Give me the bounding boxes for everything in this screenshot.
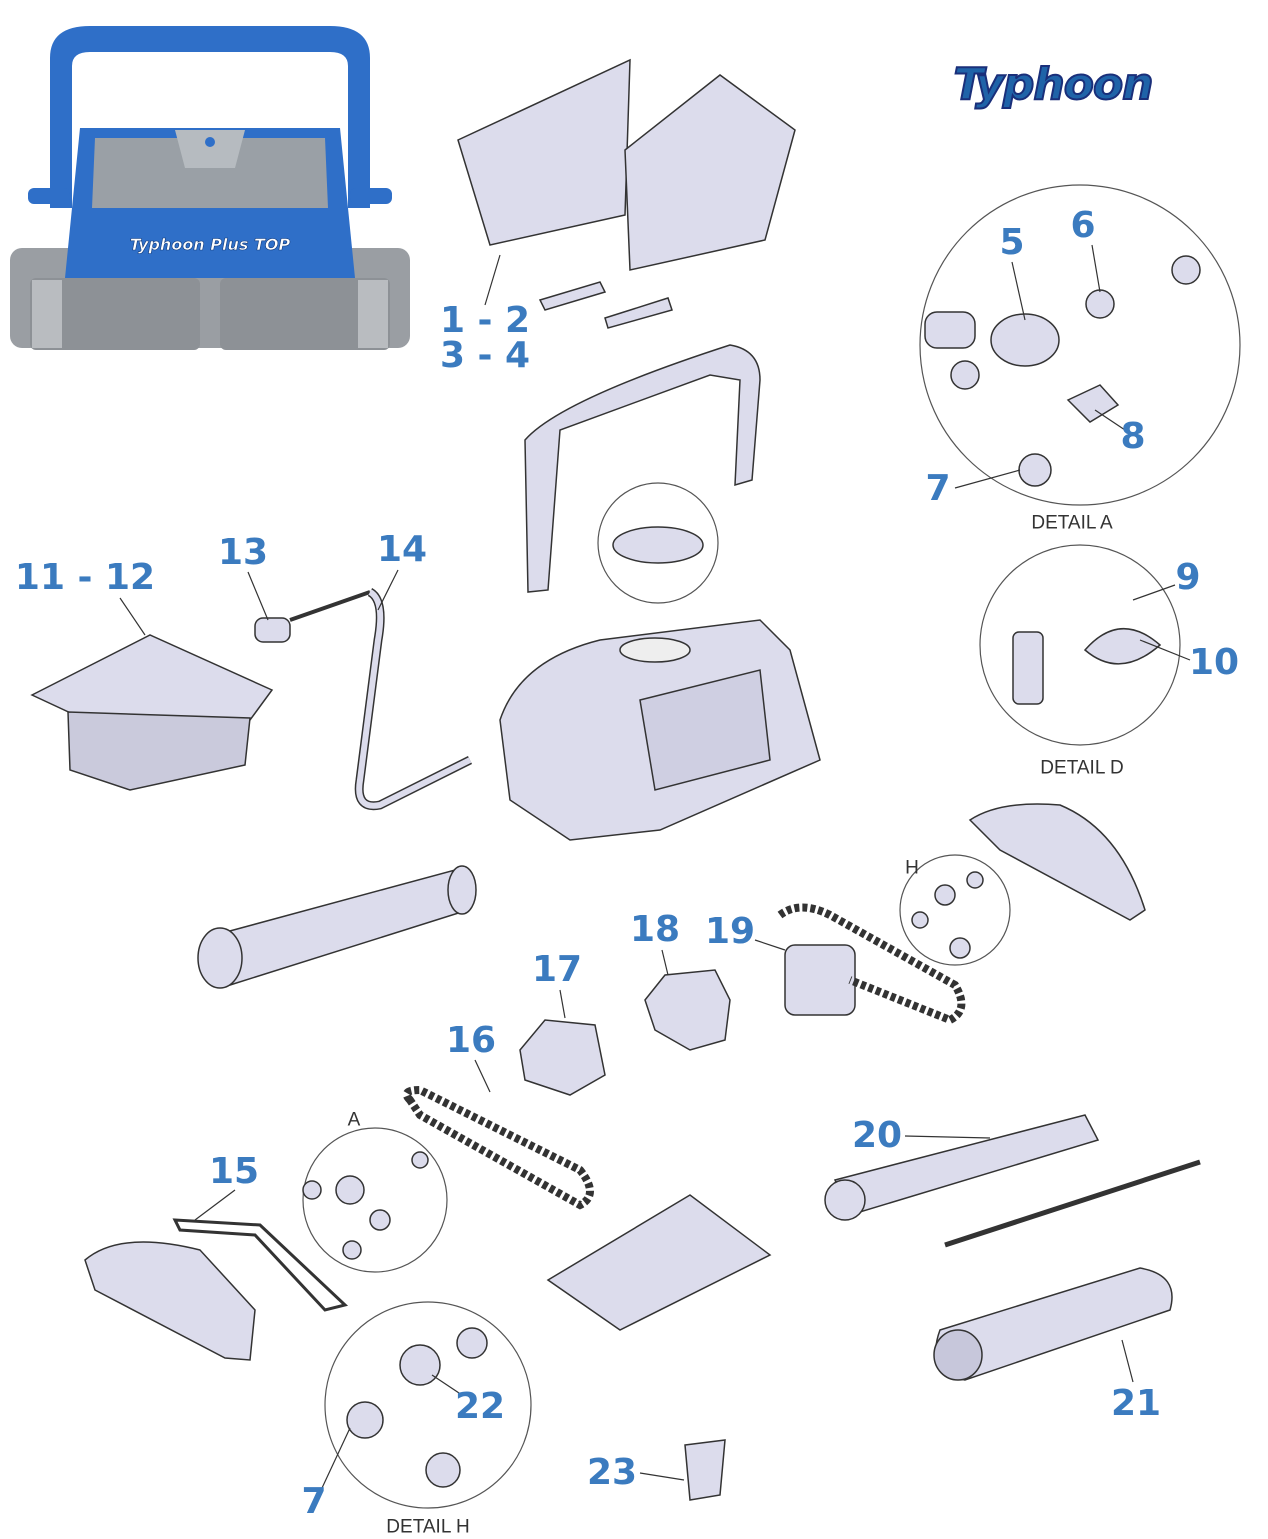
callout-19: 19 (704, 911, 756, 952)
detail-h-marker: H (905, 857, 919, 879)
motor-block-part (30, 634, 274, 791)
robot-product-photo: Typhoon Plus TOP (10, 26, 410, 350)
callout-17: 17 (531, 949, 583, 990)
callout-23: 23 (586, 1452, 638, 1493)
handle-part (524, 344, 761, 593)
leader-lines (119, 244, 1191, 1489)
detail-h-circle (324, 1301, 532, 1509)
callout-3-4: 3 - 4 (439, 335, 531, 376)
callout-9: 9 (1175, 557, 1201, 598)
callout-21: 21 (1110, 1383, 1162, 1424)
detail-d-circle (979, 544, 1181, 746)
callout-7-detail-h: 7 (301, 1481, 327, 1522)
callout-16: 16 (445, 1020, 497, 1061)
callout-10: 10 (1188, 642, 1240, 683)
callout-11-12: 11 - 12 (14, 557, 156, 598)
callout-22: 22 (454, 1386, 506, 1427)
detail-a-circle (919, 184, 1241, 506)
typhoon-logo: Typhoon (952, 59, 1154, 110)
product-badge: Typhoon Plus TOP (130, 235, 291, 254)
detail-a-parts (924, 255, 1201, 487)
callout-6: 6 (1070, 205, 1096, 246)
callout-1-2: 1 - 2 (439, 300, 531, 341)
detail-a-label: DETAIL A (1031, 512, 1113, 534)
detail-h-label: DETAIL H (386, 1516, 470, 1538)
callout-13: 13 (217, 532, 269, 573)
callout-5: 5 (999, 222, 1025, 263)
callout-7-detail-a: 7 (925, 468, 951, 509)
callout-8: 8 (1120, 416, 1146, 457)
callout-14: 14 (376, 529, 428, 570)
brush-roller-part (197, 865, 477, 989)
detail-a-marker: A (347, 1109, 361, 1131)
detail-d-label: DETAIL D (1040, 757, 1124, 779)
filter-panel-part (457, 58, 796, 329)
callout-15: 15 (208, 1151, 260, 1192)
callout-20: 20 (851, 1115, 903, 1156)
callout-18: 18 (629, 909, 681, 950)
